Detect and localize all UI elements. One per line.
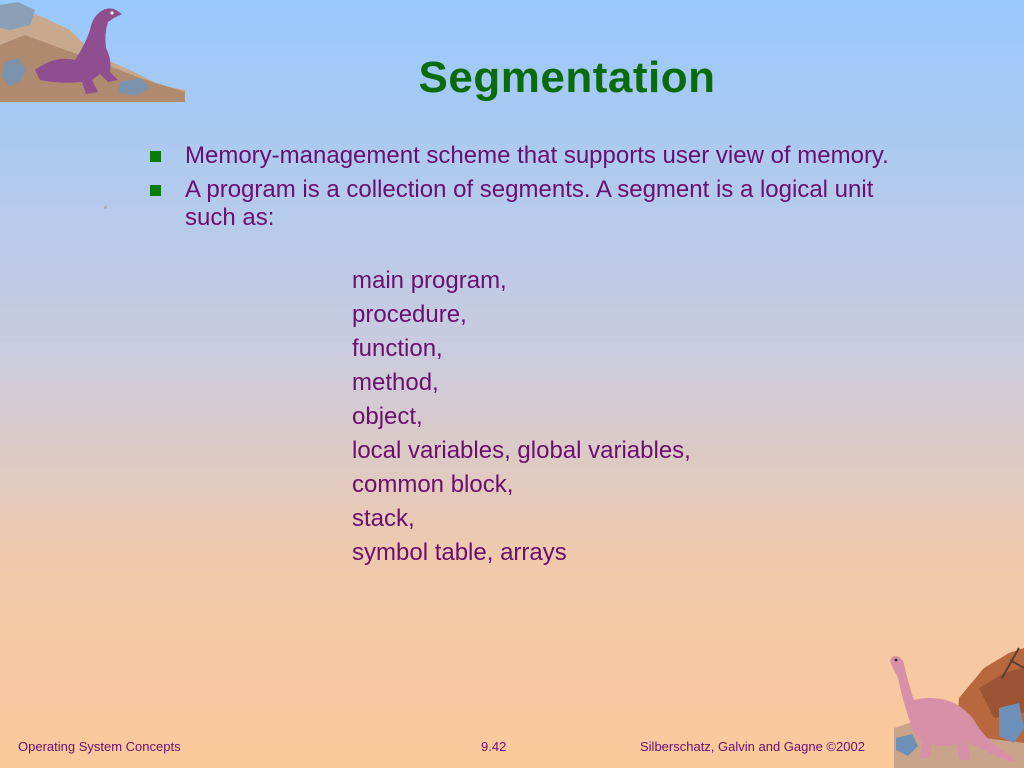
segment-item: local variables, global variables, [352,437,691,464]
bullet-item: Memory-management scheme that supports u… [150,142,890,170]
t-rex-dinosaur-icon [0,2,185,102]
slide-title: Segmentation [418,53,716,103]
segment-item: common block, [352,471,514,498]
segment-item: main program, [352,267,507,294]
segment-list: main program, procedure, function, metho… [352,264,691,570]
footer-copyright: Silberschatz, Galvin and Gagne ©2002 [640,739,865,754]
segment-item: object, [352,403,423,430]
square-bullet-icon [150,151,161,162]
bullet-text: Memory-management scheme that supports u… [185,142,889,169]
bullet-list: Memory-management scheme that supports u… [150,142,890,238]
footer-course-title: Operating System Concepts [18,739,181,754]
segment-item: procedure, [352,301,467,328]
brontosaurus-dinosaur-icon [890,647,1024,768]
segment-item: symbol table, arrays [352,539,567,566]
square-bullet-icon [150,185,161,196]
footer-slide-number: 9.42 [481,739,507,754]
speck-decoration [104,206,107,209]
bullet-item: A program is a collection of segments. A… [150,176,890,232]
segment-item: stack, [352,505,415,532]
segment-item: method, [352,369,439,396]
bullet-text: A program is a collection of segments. A… [185,176,874,231]
segment-item: function, [352,335,443,362]
